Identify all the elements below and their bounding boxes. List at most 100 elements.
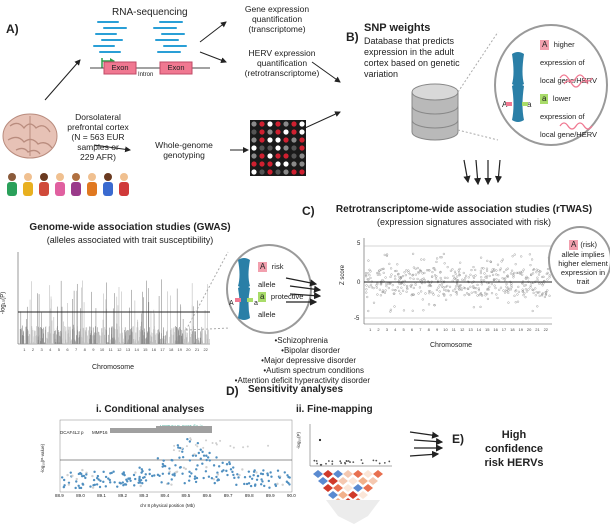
array-spot [299, 161, 305, 167]
rtwas-point [492, 269, 496, 272]
rtwas-point [365, 291, 368, 294]
rtwas-point [368, 285, 371, 288]
rtwas-point [490, 270, 493, 274]
rtwas-point [376, 293, 379, 296]
rtwas-point [481, 294, 484, 297]
rtwas-chrom-tick: 11 [452, 327, 457, 332]
array-spot [291, 145, 297, 151]
sequencing-reads-icon [93, 21, 187, 53]
ld-cell [353, 484, 363, 492]
rtwas-point [402, 309, 406, 312]
ytick-0: 0 [357, 280, 361, 286]
rtwas-chrom-tick: 16 [493, 327, 498, 332]
rtwas-point [398, 278, 401, 281]
rtwas-point [511, 255, 514, 258]
rtwas-point [490, 292, 494, 295]
arrows-d-e [409, 431, 444, 459]
fine-point [349, 461, 351, 463]
array-spot [251, 169, 257, 175]
rtwas-point [531, 272, 535, 275]
array-spot [251, 153, 257, 159]
locus-point [194, 443, 197, 446]
gwas-chrom-tick: 2 [32, 347, 35, 352]
array-spot [299, 145, 305, 151]
fine-ylabel: -log₁₀(P) [295, 432, 301, 449]
conditional-title: i. Conditional analyses [96, 404, 205, 415]
rtwas-point [501, 258, 504, 261]
rtwas-point [411, 274, 414, 277]
locus-point [171, 459, 174, 462]
array-spot [291, 169, 297, 175]
rtwas-point [500, 260, 503, 263]
rtwas-point [376, 273, 379, 276]
fine-point [347, 460, 350, 462]
rtwas-point [495, 293, 498, 296]
locus-point [116, 485, 119, 488]
locus-point [208, 459, 211, 462]
gwas-chrom-tick: 15 [143, 347, 148, 352]
locus-point [194, 480, 198, 484]
rtwas-point [411, 273, 415, 276]
locus-point [77, 484, 80, 487]
rtwas-point [493, 284, 496, 287]
fine-point [388, 460, 391, 463]
array-spot [251, 161, 257, 167]
rtwas-point [524, 288, 527, 291]
fine-point [352, 461, 355, 464]
rtwas-point [446, 284, 449, 288]
rtwas-point [429, 284, 432, 287]
rtwas-point [419, 270, 422, 273]
rtwas-chrom-tick: 8 [428, 327, 431, 332]
rtwas-point [521, 273, 524, 276]
rtwas-point [493, 268, 496, 271]
array-spot [283, 169, 289, 175]
rtwas-risk-text: (risk) allele implies higher element exp… [558, 240, 608, 286]
locus-point [125, 478, 128, 481]
higher-expression: A higher expression of local gene/HERV [540, 34, 600, 88]
rtwas-point [507, 291, 510, 294]
locus-point [176, 444, 180, 447]
rtwas-point [385, 254, 389, 257]
rtwas-point [367, 272, 370, 275]
rtwas-point [477, 289, 481, 292]
fine-point [383, 461, 386, 464]
locus-point [220, 470, 224, 473]
rtwas-point [385, 253, 389, 256]
rtwas-point [433, 304, 436, 307]
array-spot [267, 169, 273, 175]
fine-point [331, 463, 334, 465]
locus-point [139, 478, 143, 482]
rtwas-point [524, 296, 527, 299]
rtwas-point [527, 288, 530, 291]
rtwas-point [411, 293, 414, 296]
rtwas-point [521, 290, 524, 293]
rtwas-point [365, 288, 368, 291]
locus-point [168, 467, 171, 470]
rtwas-point [390, 273, 393, 276]
rtwas-point [401, 289, 405, 292]
rtwas-point [495, 273, 498, 276]
disorder-item: Bipolar disorder [220, 346, 370, 356]
rtwas-point [467, 276, 470, 279]
rtwas-point [510, 286, 513, 289]
locus-point [162, 459, 165, 462]
rtwas-point [548, 276, 551, 279]
rtwas-subtitle: (expression signatures associated with r… [376, 217, 552, 227]
rtwas-point [427, 303, 431, 306]
fine-point [316, 462, 319, 465]
disorder-item: Major depressive disorder [220, 356, 370, 366]
locus-point [156, 457, 160, 460]
rtwas-point [420, 258, 423, 261]
ld-cell [348, 491, 358, 499]
rtwas-point [419, 279, 422, 282]
rtwas-point [485, 276, 488, 279]
rtwas-point [398, 289, 401, 292]
rtwas-zoom-circle [548, 226, 610, 294]
locus-point [249, 484, 253, 488]
rtwas-chrom-tick: 13 [468, 327, 473, 332]
rtwas-point [376, 271, 379, 275]
rtwas-point [506, 275, 510, 278]
locus-point [174, 464, 177, 467]
rtwas-point [492, 278, 496, 282]
locus-point [168, 470, 171, 473]
